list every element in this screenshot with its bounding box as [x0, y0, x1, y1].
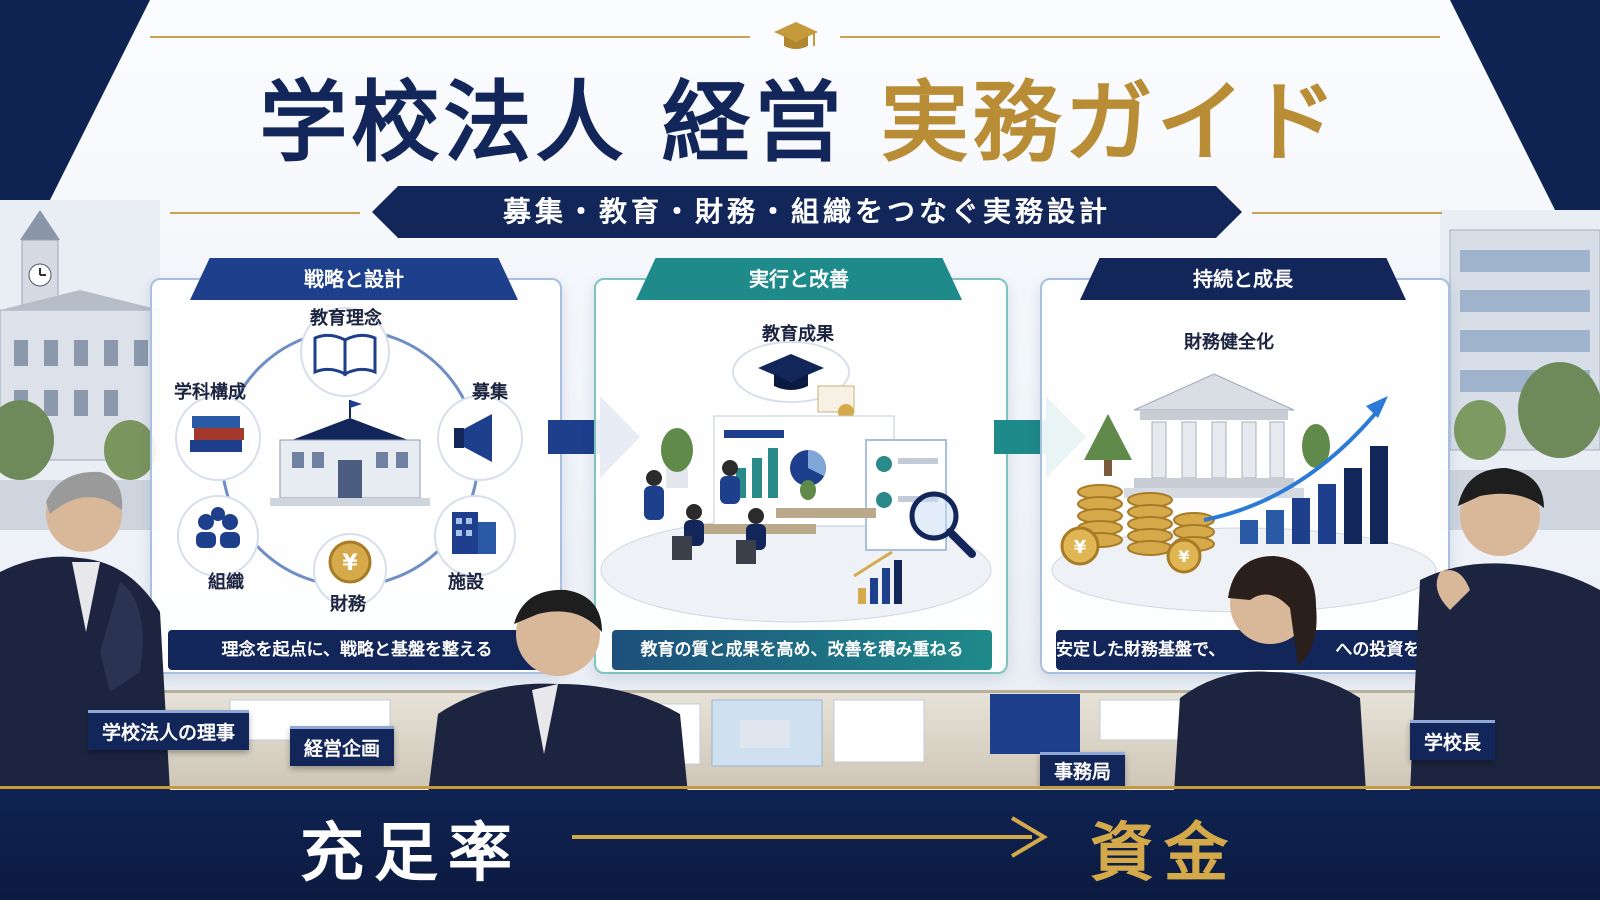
yen-coin-icon: ¥ — [328, 540, 372, 584]
footer-funds: 資金 — [1090, 816, 1238, 891]
meeting-people-group — [644, 460, 876, 564]
background-campus-building-left — [0, 200, 160, 530]
classroom-scene — [600, 341, 992, 623]
bottom-gold-line — [0, 786, 1600, 789]
graduation-cap-icon — [774, 22, 818, 49]
nameplate-director: 学校法人の理事 — [88, 710, 250, 750]
title-rule-top-left — [150, 36, 750, 38]
label-education-philosophy: 教育理念 — [310, 308, 382, 329]
label-recruitment: 募集 — [472, 382, 508, 403]
label-facilities: 施設 — [448, 572, 484, 593]
nameplate-planning: 経営企画 — [290, 726, 395, 766]
panel-sustainability-caption: 安定した財務基盤で、 への投資を実現する — [1056, 630, 1434, 670]
subtitle-rule-left — [170, 212, 360, 214]
panel-sustainability-tab: 持続と成長 — [1080, 258, 1406, 300]
tree-icon — [1084, 414, 1132, 476]
people-icon — [196, 507, 240, 548]
label-financial-soundness: 財務健全化 — [1184, 332, 1274, 353]
person-planner — [428, 589, 688, 794]
page-title: 学校法人 経営 実務ガイド — [0, 52, 1600, 179]
graduation-cap-icon — [758, 354, 824, 390]
title-rule-top-right — [840, 36, 1440, 38]
svg-text:¥: ¥ — [342, 551, 358, 576]
book-stack-icon — [190, 416, 244, 452]
panel-strategy-caption: 理念を起点に、戦略と基盤を整える — [168, 630, 546, 670]
coin-stacks-icon — [1077, 484, 1215, 556]
panel-sustainability-caption-tail: への投資を実現する — [1335, 640, 1434, 660]
bank-building-icon — [1124, 373, 1304, 498]
bottom-band — [0, 790, 1600, 900]
school-building-icon — [270, 400, 430, 506]
footer-arrow-icon — [572, 816, 1048, 858]
svg-text:¥: ¥ — [1178, 547, 1189, 566]
title-accent: 実務ガイド — [880, 70, 1341, 174]
strategy-cycle-diagram: ¥ — [175, 307, 523, 607]
label-education-outcomes: 教育成果 — [762, 324, 834, 345]
footer-enrollment-rate: 充足率 — [300, 816, 522, 891]
yen-coin-icon: ¥ ¥ — [1060, 526, 1202, 574]
growth-chart-icon — [853, 550, 902, 604]
panel-execution-tab: 実行と改善 — [636, 258, 962, 300]
megaphone-icon — [454, 414, 492, 462]
open-book-icon — [313, 333, 377, 377]
rising-bar-chart-icon — [1203, 396, 1388, 544]
label-organization: 組織 — [208, 572, 244, 593]
label-finance: 財務 — [330, 594, 366, 615]
subtitle-band — [372, 186, 1242, 238]
label-department-structure: 学科構成 — [174, 382, 246, 403]
background-campus-building-right — [1440, 210, 1600, 530]
panel-strategy-tab: 戦略と設計 — [190, 258, 518, 300]
panel-sustainability-caption-head: 安定した財務基盤で、 — [1056, 640, 1226, 660]
facility-building-icon — [452, 512, 496, 554]
title-main: 学校法人 経営 — [259, 70, 846, 174]
nameplate-principal: 学校長 — [1410, 720, 1496, 760]
subtitle: 募集・教育・財務・組織をつなぐ実務設計 — [502, 195, 1111, 228]
nameplate-office: 事務局 — [1040, 752, 1126, 786]
subtitle-rule-right — [1252, 212, 1442, 214]
svg-text:¥: ¥ — [1074, 537, 1087, 558]
magnifier-icon — [909, 491, 976, 558]
panel-execution-caption: 教育の質と成果を高め、改善を積み重ねる — [612, 630, 992, 670]
person-office-staff — [1174, 556, 1366, 792]
